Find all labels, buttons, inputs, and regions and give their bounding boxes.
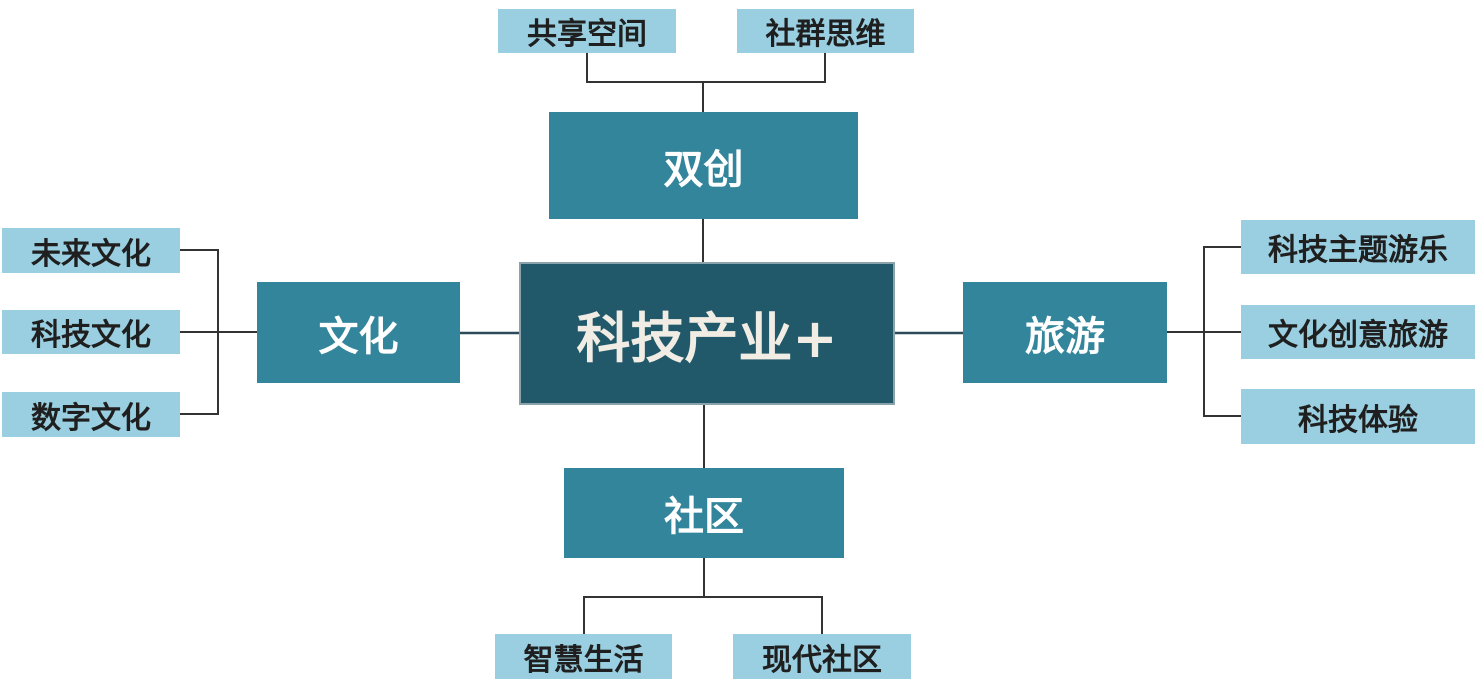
branch-node-top: 双创: [549, 112, 858, 219]
branch-label-top: 双创: [663, 146, 744, 193]
leaf-node: 科技主题游乐: [1241, 220, 1475, 274]
leaf-label: 共享空间: [527, 17, 647, 52]
leaf-label: 智慧生活: [523, 642, 644, 678]
leaf-label: 数字文化: [31, 400, 151, 436]
leaf-label: 科技文化: [31, 318, 151, 353]
leaf-label: 社群思维: [765, 17, 886, 52]
connector-top-leaves: [586, 53, 826, 83]
leaf-node: 文化创意旅游: [1241, 305, 1475, 359]
leaf-label: 文化创意旅游: [1268, 318, 1448, 353]
branch-label-bottom: 社区: [664, 494, 744, 540]
leaf-node: 共享空间: [498, 9, 676, 53]
leaf-node: 未来文化: [2, 228, 180, 273]
leaf-node: 现代社区: [733, 634, 911, 679]
center-node: 科技产业+: [519, 262, 895, 405]
branch-node-left: 文化: [257, 282, 460, 383]
leaf-label: 科技主题游乐: [1268, 233, 1448, 268]
leaf-node: 数字文化: [2, 392, 180, 437]
leaf-node: 社群思维: [737, 9, 914, 53]
branch-node-right: 旅游: [963, 282, 1167, 383]
branch-label-left: 文化: [318, 313, 399, 360]
leaf-node: 智慧生活: [495, 634, 672, 679]
leaf-label: 科技体验: [1298, 402, 1418, 438]
leaf-node: 科技文化: [2, 310, 180, 354]
center-label: 科技产业+: [576, 307, 838, 370]
leaf-label: 未来文化: [31, 236, 151, 272]
connector-bottom-leaves: [583, 596, 823, 634]
branch-node-bottom: 社区: [564, 468, 844, 558]
leaf-node: 科技体验: [1241, 389, 1475, 444]
leaf-label: 现代社区: [762, 642, 882, 678]
branch-label-right: 旅游: [1025, 313, 1105, 360]
